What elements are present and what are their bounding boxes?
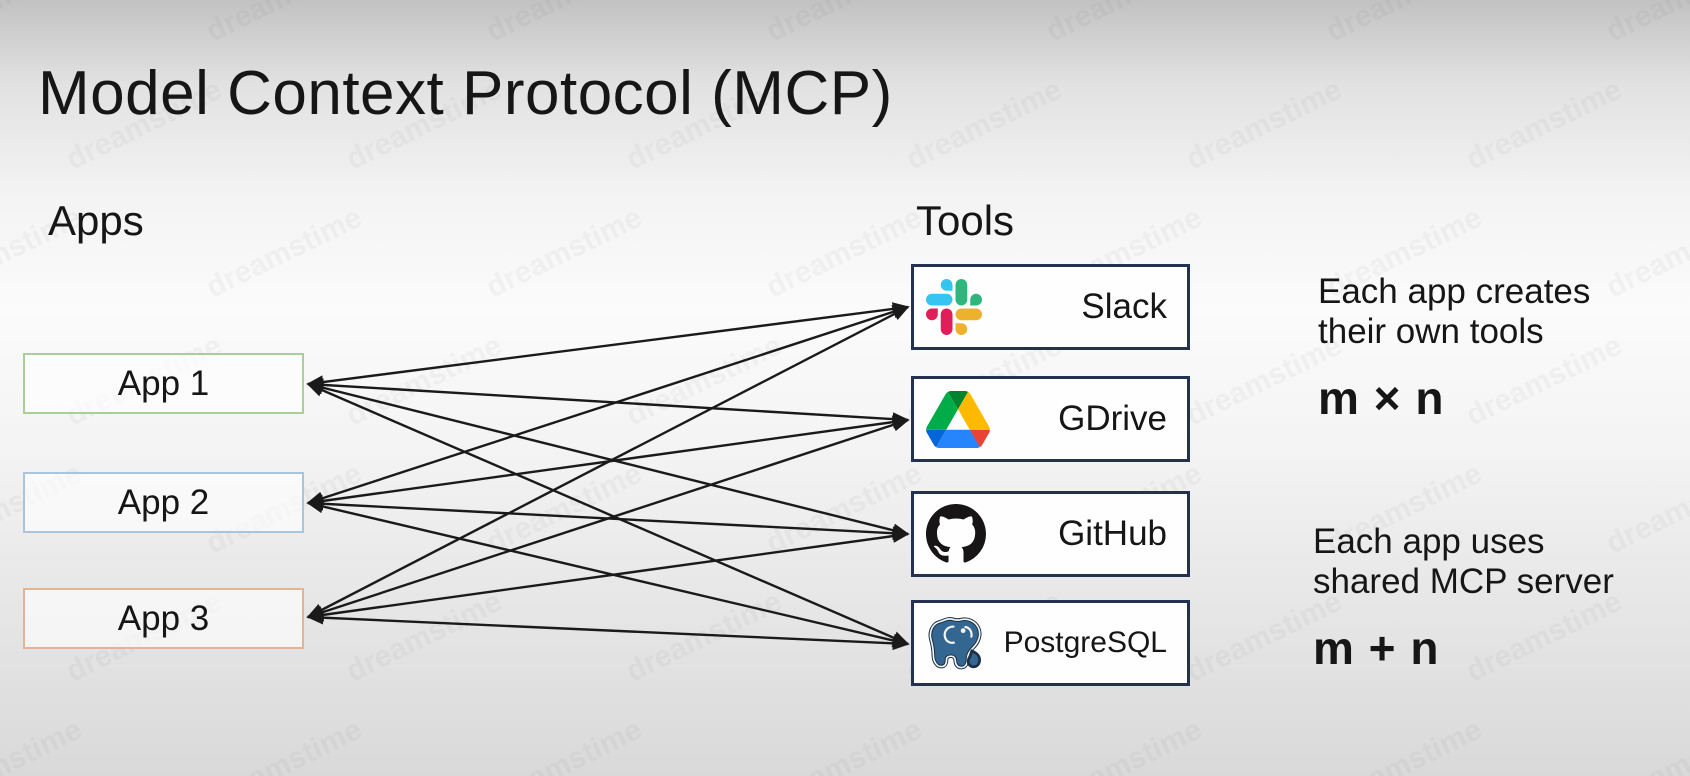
github-icon: [926, 504, 986, 564]
slack-label: Slack: [1081, 287, 1167, 326]
tools-column-label: Tools: [916, 197, 1015, 244]
app-3-node: App 3: [23, 588, 304, 649]
annotation-line: shared MCP server: [1313, 562, 1614, 601]
github-label: GitHub: [1058, 514, 1167, 553]
gdrive-node: GDrive: [911, 376, 1190, 462]
formula-m-times-n: m × n: [1318, 372, 1445, 424]
annotation-without-mcp: Each app creates their own tools m × n: [1318, 272, 1591, 424]
github-node: GitHub: [911, 491, 1190, 577]
app-1-label: App 1: [117, 363, 210, 403]
postgresql-label: PostgreSQL: [1003, 626, 1167, 659]
apps-column-label: Apps: [48, 197, 144, 244]
app-3-label: App 3: [117, 598, 210, 638]
gdrive-label: GDrive: [1058, 399, 1167, 438]
page-title: Model Context Protocol (MCP): [38, 58, 893, 128]
slack-node: Slack: [911, 264, 1190, 350]
app-1-node: App 1: [23, 353, 304, 414]
postgresql-node: PostgreSQL: [911, 600, 1190, 686]
annotation-line: Each app uses: [1313, 522, 1545, 561]
postgresql-icon: [926, 614, 992, 673]
app-2-node: App 2: [23, 472, 304, 533]
gdrive-icon: [926, 390, 990, 448]
slack-icon: [926, 279, 982, 335]
annotation-line: Each app creates: [1318, 272, 1591, 311]
formula-m-plus-n: m + n: [1313, 622, 1440, 674]
annotation-line: their own tools: [1318, 312, 1544, 351]
annotation-with-mcp: Each app uses shared MCP server m + n: [1313, 522, 1614, 674]
app-2-label: App 2: [117, 482, 210, 522]
